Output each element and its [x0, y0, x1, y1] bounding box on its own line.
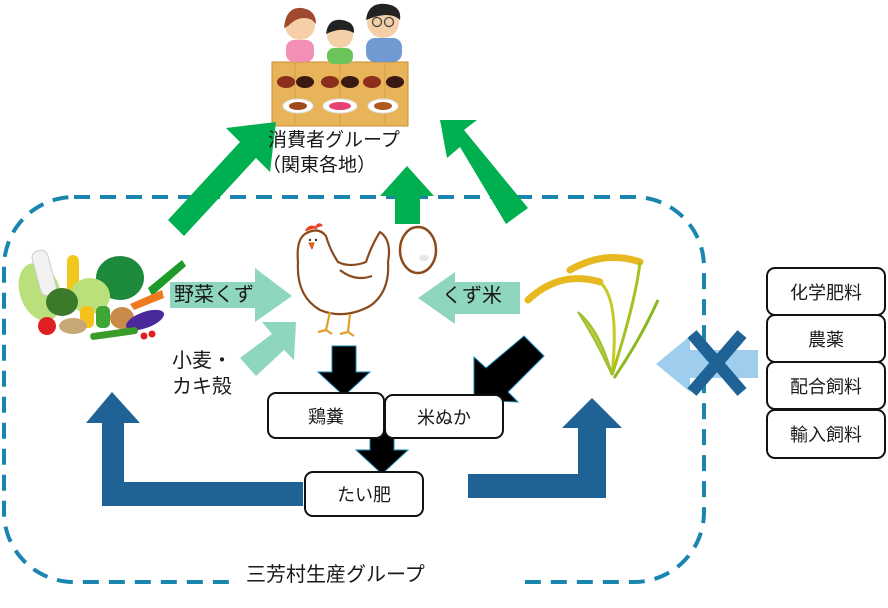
arrow-compost-to-rice — [468, 398, 622, 498]
chicken-illustration — [296, 223, 391, 337]
label-gap — [230, 570, 525, 590]
label-broken-rice: くず米 — [442, 283, 502, 307]
box-chicken-manure: 鶏糞 — [267, 392, 385, 439]
label-wheat: 小麦・ — [172, 348, 232, 372]
family-eating-illustration — [271, 3, 409, 127]
chicken-manure-label: 鶏糞 — [308, 406, 344, 428]
consumer-group-title: 消費者グループ — [268, 129, 400, 151]
arrow-rice-to-consumers — [440, 120, 528, 224]
arrow-broken-rice-to-chicken — [418, 272, 520, 324]
compost-label: たい肥 — [337, 485, 391, 506]
egg-illustration — [398, 225, 438, 275]
box-excluded-compound-feed: 配合飼料 — [766, 361, 886, 410]
excluded-item-label: 輸入飼料 — [790, 425, 862, 446]
excluded-item-label: 配合飼料 — [790, 376, 862, 398]
consumer-group-region: （関東各地） — [262, 154, 377, 176]
rice-plant-illustration — [524, 254, 660, 379]
box-rice-bran: 米ぬか — [384, 394, 504, 439]
label-oyster-shell: カキ殻 — [172, 374, 232, 398]
arrow-vegetable-waste-to-chicken — [170, 268, 292, 322]
arrow-wheat-oyster-to-chicken — [240, 322, 296, 376]
rice-bran-label: 米ぬか — [417, 407, 471, 429]
box-excluded-pesticide: 農薬 — [766, 314, 886, 363]
arrow-eggs-to-consumers — [380, 166, 434, 224]
label-vegetable-waste: 野菜くず — [174, 282, 254, 306]
excluded-item-label: 農薬 — [808, 329, 844, 351]
cross-mark-icon — [687, 330, 747, 396]
producer-group-boundary — [2, 195, 706, 584]
box-compost: たい肥 — [304, 471, 424, 517]
arrow-compost-to-vegetables — [86, 392, 303, 506]
box-excluded-chemical-fertilizer: 化学肥料 — [766, 267, 886, 316]
vegetables-illustration — [18, 249, 186, 340]
producer-group-label: 三芳村生産グループ — [246, 562, 425, 586]
arrow-vegetables-to-consumers — [160, 122, 276, 236]
arrow-rice-to-bran — [473, 335, 545, 403]
box-excluded-imported-feed: 輸入飼料 — [766, 409, 886, 459]
arrow-chicken-to-manure — [316, 345, 372, 397]
excluded-item-label: 化学肥料 — [790, 282, 862, 304]
